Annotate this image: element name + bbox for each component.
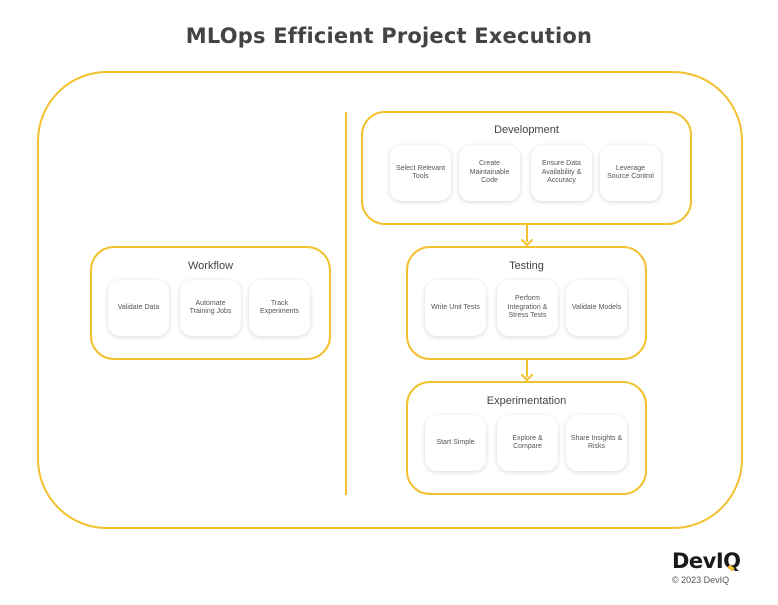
development-card-create-maintainable-code: Create Maintainable Code <box>459 145 520 201</box>
experimentation-card-explore-compare: Explore & Compare <box>497 415 558 471</box>
testing-card-perform-integration-stress-tests: Perform Integration & Stress Tests <box>497 280 558 336</box>
testing-card-validate-models: Validate Models <box>566 280 627 336</box>
section-divider <box>345 112 347 495</box>
development-group: Development Select Relevant Tools Create… <box>361 111 692 225</box>
workflow-card-automate-training-jobs: Automate Training Jobs <box>180 280 241 336</box>
testing-group: Testing Write Unit Tests Perform Integra… <box>406 246 647 360</box>
arrow-development-to-testing <box>521 225 533 247</box>
arrow-testing-to-experimentation <box>521 360 533 382</box>
development-card-leverage-source-control: Leverage Source Control <box>600 145 661 201</box>
arrow-head-icon <box>521 239 533 246</box>
testing-title: Testing <box>509 260 544 272</box>
testing-card-write-unit-tests: Write Unit Tests <box>425 280 486 336</box>
workflow-card-track-experiments: Track Experiments <box>249 280 310 336</box>
diagram-title: MLOps Efficient Project Execution <box>185 24 593 48</box>
experimentation-card-start-simple: Start Simple <box>425 415 486 471</box>
development-card-select-relevant-tools: Select Relevant Tools <box>390 145 451 201</box>
development-card-ensure-data-availability: Ensure Data Availability & Accuracy <box>531 145 592 201</box>
development-title: Development <box>494 124 559 136</box>
workflow-card-validate-data: Validate Data <box>108 280 169 336</box>
experimentation-card-share-insights-risks: Share Insights & Risks <box>566 415 627 471</box>
workflow-group: Workflow Validate Data Automate Training… <box>90 246 331 360</box>
arrow-head-icon <box>521 374 533 381</box>
experimentation-group: Experimentation Start Simple Explore & C… <box>406 381 647 495</box>
outer-frame <box>37 71 743 529</box>
workflow-title: Workflow <box>187 260 234 272</box>
copyright-text: © 2023 DevIQ <box>672 575 730 585</box>
experimentation-title: Experimentation <box>486 395 567 407</box>
